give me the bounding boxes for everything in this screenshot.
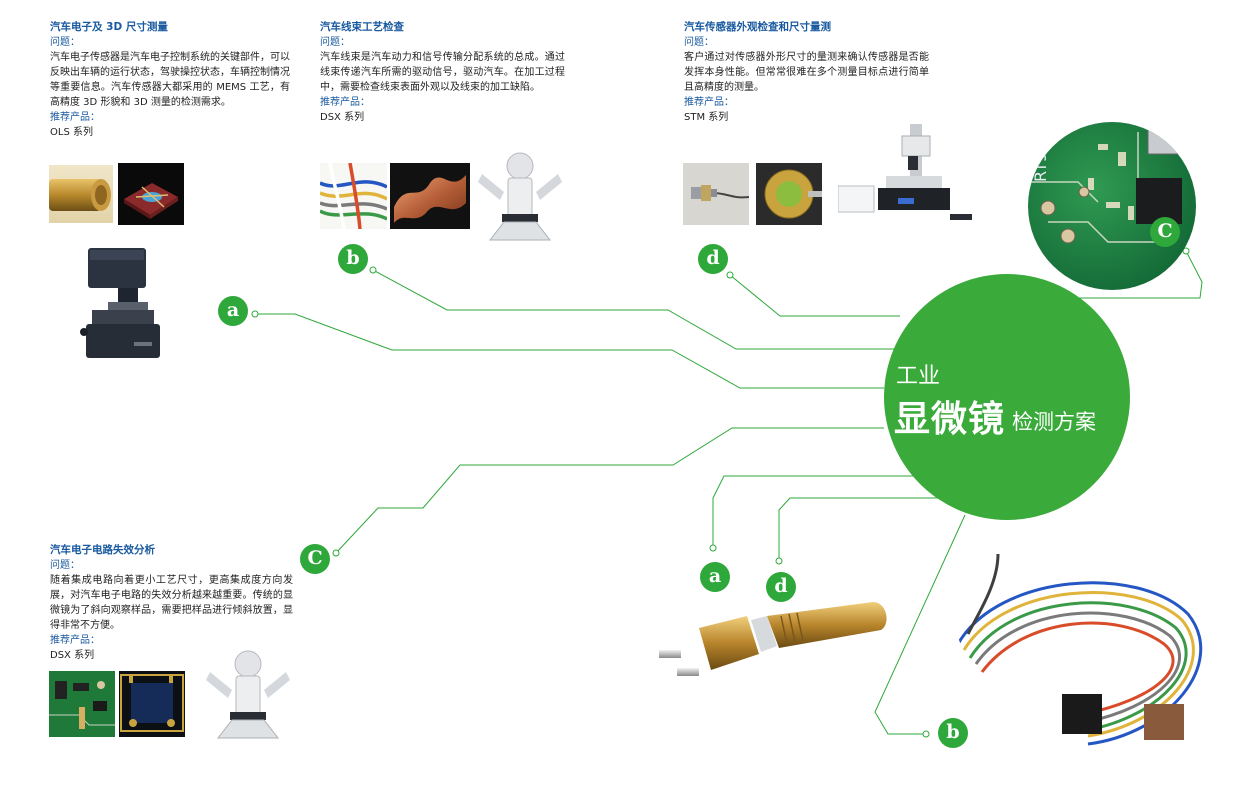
stm-measuring-microscope-image [838,120,974,226]
hub-line1: 工业 [896,364,941,389]
chip-die-image [119,671,185,737]
dsx-microscope-image-2 [202,650,294,745]
copper-surface-image [390,163,470,229]
problem-label: 问题： [50,560,80,571]
solution-hub: 工业 显微镜 检测方案 [884,274,1130,520]
oxygen-sensor-image [683,163,749,225]
badge-d-top: d [698,244,728,274]
sensor-chip-image [756,163,822,225]
connector-b-top [372,269,900,350]
brass-sensor-3d-image [49,165,113,223]
problem-text: 客户通过对传感器外形尺寸的量测来确认传感器是否能发挥本身性能。但常常很难在多个测… [684,52,929,93]
section-circuit-failure-analysis: 汽车电子电路失效分析 问题： 随着集成电路向着更小工艺尺寸，更高集成度方向发展，… [50,543,293,663]
products-value: STM 系列 [684,112,729,123]
connector-dot [1182,247,1190,255]
problem-label: 问题： [50,37,80,48]
wire-harness-closeup-image [320,163,387,229]
connector-c-left [335,427,884,554]
products-label: 推荐产品： [320,97,370,108]
section-title: 汽车线束工艺检查 [320,21,404,33]
badge-d-bottom: d [766,572,796,602]
hub-line3: 检测方案 [1012,410,1096,434]
products-label: 推荐产品： [50,635,100,646]
connector-d-top [729,274,900,317]
products-label: 推荐产品： [50,112,100,123]
products-value: OLS 系列 [50,127,93,138]
section-title: 汽车传感器外观检查和尺寸量测 [684,21,831,33]
connector-b-bottom [874,514,966,735]
connector-a-top [255,313,884,389]
connector-c-top [1000,250,1203,299]
badge-b-bottom: b [938,718,968,748]
problem-text: 汽车线束是汽车动力和信号传输分配系统的总成。通过线束传递汽车所需的驱动信号，驱动… [320,52,565,93]
brass-temperature-sensor-image [655,598,895,708]
connector-dot [922,730,930,738]
connector-a-bottom [712,475,920,548]
products-label: 推荐产品： [684,97,734,108]
connector-dot [775,557,783,565]
connector-dot [709,544,717,552]
pcb-board-image [49,671,115,737]
badge-b-top: b [338,244,368,274]
badge-c-top: C [1150,217,1180,247]
problem-text: 随着集成电路向着更小工艺尺寸，更高集成度方向发展，对汽车电子电路的失效分析越来越… [50,575,293,631]
connector-d-bottom [778,497,940,561]
problem-text: 汽车电子传感器是汽车电子控制系统的关键部件，可以反映出车辆的运行状态，驾驶操控状… [50,52,290,108]
ols-laser-microscope-image [78,246,164,364]
section-title: 汽车电子及 3D 尺寸测量 [50,21,168,33]
dsx-microscope-image [474,152,566,247]
section-sensor-inspection: 汽车传感器外观检查和尺寸量测 问题： 客户通过对传感器外形尺寸的量测来确认传感器… [684,20,929,125]
products-value: DSX 系列 [320,112,365,123]
problem-label: 问题： [684,37,714,48]
products-value: DSX 系列 [50,650,95,661]
connector-dot [369,266,377,274]
badge-a-top: a [218,296,248,326]
badge-a-bottom: a [700,562,730,592]
section-3d-measurement: 汽车电子及 3D 尺寸测量 问题： 汽车电子传感器是汽车电子控制系统的关键部件，… [50,20,290,140]
badge-c-left: C [300,544,330,574]
section-title: 汽车电子电路失效分析 [50,544,155,556]
wire-harness-image [938,554,1220,766]
pcb-closeup-image: RT9 [1028,122,1196,290]
connector-dot [251,310,259,318]
hub-line2: 显微镜 [894,399,1006,440]
problem-label: 问题： [320,37,350,48]
connector-dot [726,271,734,279]
section-harness-inspection: 汽车线束工艺检查 问题： 汽车线束是汽车动力和信号传输分配系统的总成。通过线束传… [320,20,565,125]
connector-dot [332,549,340,557]
mems-3d-profile-image [118,163,184,225]
